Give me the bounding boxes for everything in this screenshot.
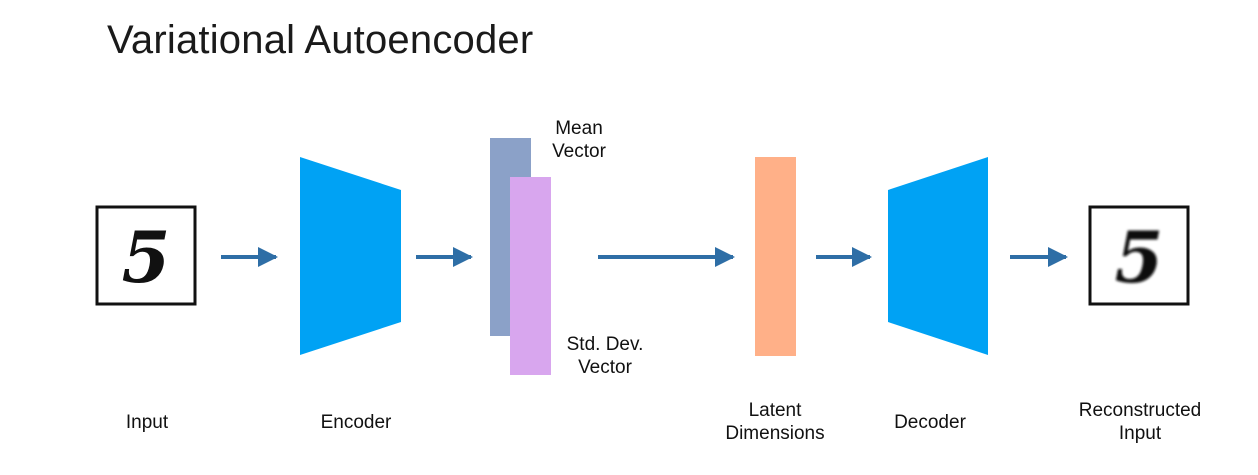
latent-dimensions-label: Latent Dimensions xyxy=(725,400,825,444)
mean-vector-label: Mean Vector xyxy=(552,118,606,162)
decoder-label: Decoder xyxy=(894,412,966,433)
std-dev-vector-block xyxy=(510,177,551,375)
std-dev-vector-label: Std. Dev. Vector xyxy=(566,334,644,378)
diagram-title: Variational Autoencoder xyxy=(107,18,534,62)
input-label: Input xyxy=(125,412,169,433)
latent-dimensions-block xyxy=(755,157,796,356)
reconstructed-input-label: Reconstructed Input xyxy=(1078,400,1202,444)
reconstructed-image: 5 xyxy=(1088,205,1190,306)
input-image: 5 xyxy=(95,205,197,306)
encoder-block xyxy=(300,157,401,355)
decoder-block xyxy=(888,157,988,355)
output-digit: 5 xyxy=(1115,216,1164,299)
encoder-label: Encoder xyxy=(320,412,392,433)
input-digit: 5 xyxy=(122,216,171,299)
